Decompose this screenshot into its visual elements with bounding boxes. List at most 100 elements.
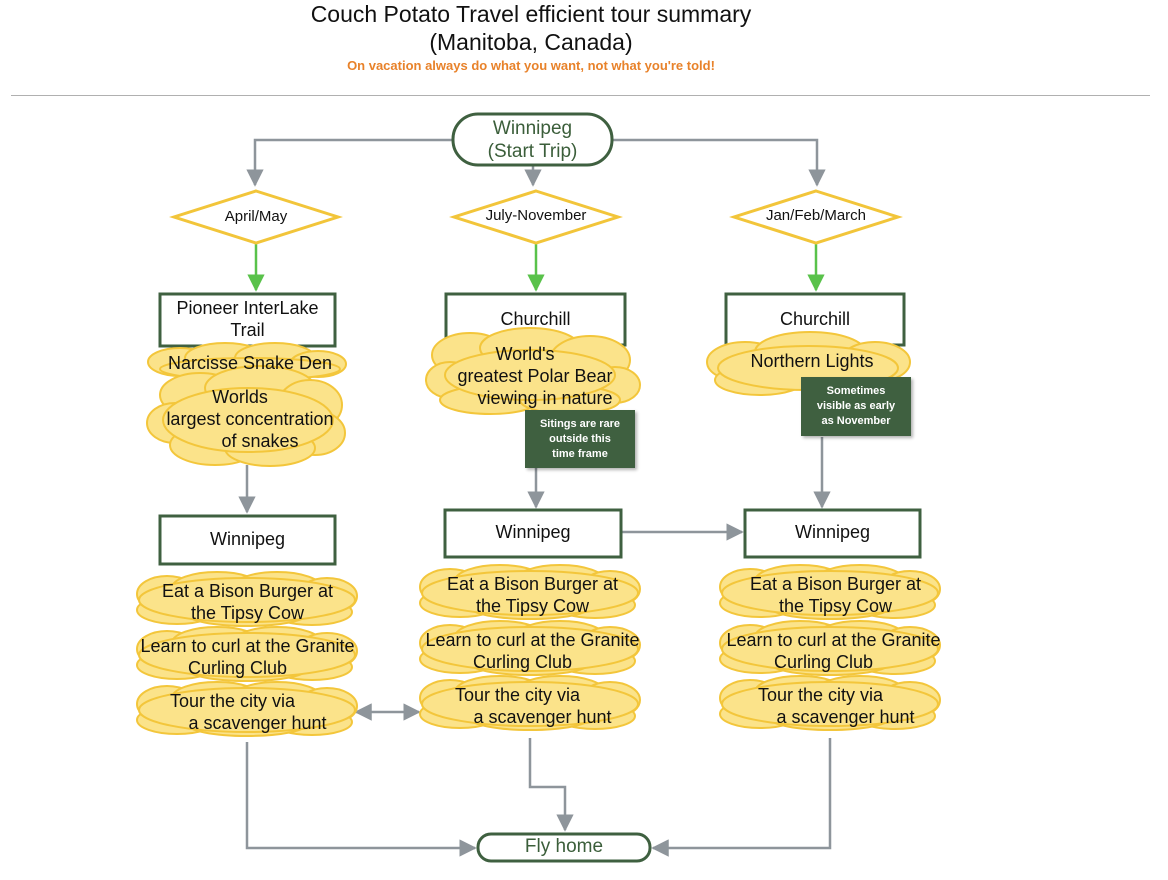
cloud-lobe	[721, 626, 939, 672]
cloud-bison-right	[719, 564, 941, 620]
activity-tour-left-line2: a scavenger hunt	[188, 713, 327, 733]
note-sitings: Sitings are rare outside this time frame	[525, 410, 635, 468]
cloud-snakes	[146, 365, 346, 467]
divider	[11, 95, 1150, 96]
page-title: Couch Potato Travel efficient tour summa…	[0, 0, 1062, 56]
winnipeg-mid-label: Winnipeg	[495, 522, 571, 542]
connector-start-to-janfeb	[612, 138, 826, 187]
activity-bison-left: Eat a Bison Burger at the Tipsy Cow	[135, 580, 360, 624]
decision-aprilmay	[169, 189, 343, 245]
dest-pioneer-line2: Trail	[230, 320, 265, 340]
cloud-lobe	[138, 687, 356, 733]
dest-pioneer-label: Pioneer InterLake Trail	[160, 297, 335, 341]
cloud-bison-mid	[419, 564, 641, 620]
cloud-lobe	[138, 577, 356, 623]
connector-right-to-flyhome	[651, 738, 832, 857]
cloud-polarbear-line1: World's	[495, 344, 555, 364]
cloud-lobe	[421, 626, 639, 672]
cloud-lobe	[421, 681, 639, 727]
activity-bison-right-line2: the Tipsy Cow	[778, 596, 893, 616]
activity-curl-mid-line1: Learn to curl at the Granite	[425, 630, 640, 650]
start-node	[451, 112, 614, 167]
activity-tour-mid-line1: Tour the city via	[454, 685, 581, 705]
note-sitings-line2: outside this	[549, 432, 611, 445]
activity-curl-right: Learn to curl at the Granite Curling Clu…	[716, 629, 951, 673]
box-winnipeg-mid	[443, 508, 623, 559]
cloud-polarbear-text: World's greatest Polar Bear viewing in n…	[430, 343, 640, 409]
note-northern-line3: as November	[821, 415, 891, 427]
note-northern: Sometimes visible as early as November	[801, 377, 911, 436]
cloud-lobe	[421, 570, 639, 616]
activity-tour-left-line1: Tour the city via	[169, 691, 296, 711]
cloud-northernlights-text: Northern Lights	[750, 351, 874, 371]
activity-curl-left-line2: Curling Club	[187, 658, 288, 678]
cloud-bison-left	[136, 571, 358, 627]
activity-tour-mid-line2: a scavenger hunt	[473, 707, 612, 727]
cloud-curl-mid	[419, 620, 641, 676]
dest-churchill-mid-label: Churchill	[500, 309, 571, 329]
activity-curl-mid: Learn to curl at the Granite Curling Clu…	[415, 629, 650, 673]
cloud-snakes-text: Worlds largest concentration of snakes	[140, 386, 360, 452]
cloud-tour-left	[136, 681, 358, 737]
title-line-2: (Manitoba, Canada)	[429, 29, 633, 55]
activity-curl-left-line1: Learn to curl at the Granite	[140, 636, 355, 656]
cloud-polarbear	[425, 327, 641, 415]
cloud-polarbear-line3: viewing in nature	[477, 388, 613, 408]
start-line-2: (Start Trip)	[487, 141, 578, 162]
activity-curl-left: Learn to curl at the Granite Curling Clu…	[130, 635, 365, 679]
activity-tour-left: Tour the city via a scavenger hunt	[135, 690, 360, 734]
start-line-1: Winnipeg	[492, 118, 573, 139]
dest-pioneer-line1: Pioneer InterLake	[176, 298, 319, 318]
cloud-curl-right	[719, 620, 941, 676]
activity-bison-right: Eat a Bison Burger at the Tipsy Cow	[723, 573, 948, 617]
cloud-snakes-line3: of snakes	[221, 431, 299, 451]
box-winnipeg-right	[743, 508, 922, 559]
cloud-curl-left	[136, 626, 358, 682]
connector-mid-to-flyhome	[528, 738, 574, 832]
connector-start-to-aprilmay	[246, 138, 455, 187]
season-janfeb: Jan/Feb/March	[765, 207, 867, 224]
flyhome-node	[476, 832, 652, 863]
decision-julynov	[449, 189, 623, 245]
activity-bison-mid-line2: the Tipsy Cow	[475, 596, 590, 616]
dest-churchill-right-label: Churchill	[779, 309, 851, 329]
cloud-snakes-line1: Worlds	[212, 387, 268, 407]
activity-bison-mid-line1: Eat a Bison Burger at	[446, 574, 619, 594]
flyhome-label: Fly home	[524, 836, 604, 857]
title-block: Couch Potato Travel efficient tour summa…	[0, 0, 1062, 73]
activity-bison-mid: Eat a Bison Burger at the Tipsy Cow	[420, 573, 645, 617]
cloud-polarbear-line2: greatest Polar Bear	[457, 366, 613, 386]
title-line-1: Couch Potato Travel efficient tour summa…	[310, 1, 752, 27]
box-winnipeg-left	[158, 514, 337, 566]
decision-janfeb	[729, 189, 903, 245]
activity-tour-right-line1: Tour the city via	[757, 685, 884, 705]
subtitle: On vacation always do what you want, not…	[347, 58, 715, 73]
start-label: Winnipeg (Start Trip)	[453, 117, 612, 163]
activity-curl-mid-line2: Curling Club	[472, 652, 573, 672]
note-sitings-line3: time frame	[552, 447, 608, 460]
activity-curl-right-line2: Curling Club	[773, 652, 874, 672]
cloud-snakes-line2: largest concentration	[166, 409, 334, 429]
season-aprilmay: April/May	[224, 208, 288, 225]
note-northern-line1: Sometimes	[826, 385, 886, 397]
cloud-lobe	[138, 632, 356, 678]
activity-curl-right-line1: Learn to curl at the Granite	[726, 630, 941, 650]
season-julynov: July-November	[485, 207, 587, 224]
cloud-narcisse-text: Narcisse Snake Den	[167, 353, 333, 373]
cloud-lobe	[721, 681, 939, 727]
winnipeg-right-label: Winnipeg	[794, 522, 871, 542]
note-sitings-line1: Sitings are rare	[539, 417, 621, 430]
activity-bison-left-line2: the Tipsy Cow	[190, 603, 305, 623]
note-northern-line2: visible as early	[816, 400, 896, 412]
activity-tour-right: Tour the city via a scavenger hunt	[723, 684, 948, 728]
connector-left-to-flyhome	[245, 742, 477, 857]
activity-bison-left-line1: Eat a Bison Burger at	[161, 581, 334, 601]
cloud-lobe	[721, 570, 939, 616]
cloud-tour-right	[719, 675, 941, 731]
cloud-tour-mid	[419, 675, 641, 731]
box-pioneer-interlake	[158, 292, 337, 348]
activity-bison-right-line1: Eat a Bison Burger at	[749, 574, 922, 594]
activity-tour-mid: Tour the city via a scavenger hunt	[420, 684, 645, 728]
winnipeg-left-label: Winnipeg	[209, 529, 286, 549]
